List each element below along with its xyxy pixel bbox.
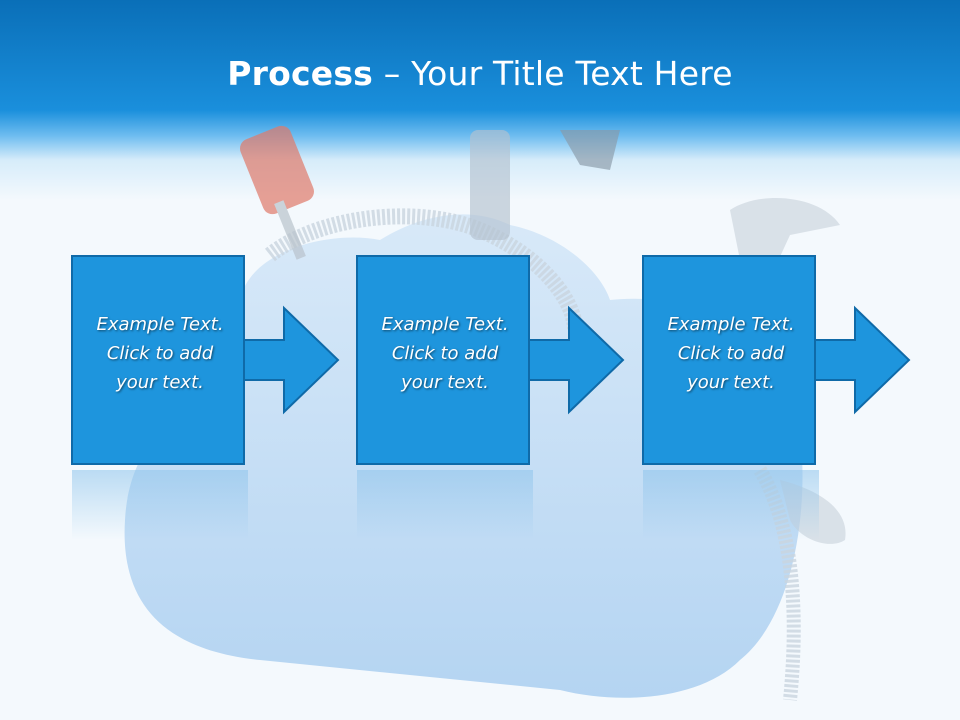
arrow-right-icon (528, 305, 625, 415)
step-text[interactable]: Example Text. Click to add your text. (357, 310, 533, 397)
step-line-2: Click to add (106, 343, 214, 364)
step-line-2: Click to add (677, 343, 785, 364)
step-line-2: Click to add (391, 343, 499, 364)
step-line-3: your text. (401, 372, 489, 393)
step-shape (71, 255, 340, 465)
hammer-icon (470, 130, 620, 240)
arrow-right-icon (814, 305, 911, 415)
process-step-1[interactable]: Example Text. Click to add your text. (71, 255, 340, 466)
step-line-1: Example Text. (667, 314, 795, 335)
step-shape (642, 255, 911, 465)
arrow-right-icon (243, 305, 340, 415)
step-line-3: your text. (116, 372, 204, 393)
step-text[interactable]: Example Text. Click to add your text. (72, 310, 248, 397)
step-line-1: Example Text. (96, 314, 224, 335)
step-reflection (72, 470, 248, 540)
step-reflection (357, 470, 533, 540)
page-title: Process – Your Title Text Here (0, 52, 960, 96)
process-step-2[interactable]: Example Text. Click to add your text. (356, 255, 625, 466)
step-line-1: Example Text. (381, 314, 509, 335)
title-rest: – Your Title Text Here (373, 54, 733, 93)
process-step-3[interactable]: Example Text. Click to add your text. (642, 255, 911, 466)
step-line-3: your text. (687, 372, 775, 393)
step-shape (356, 255, 625, 465)
title-bold: Process (227, 54, 374, 93)
step-text[interactable]: Example Text. Click to add your text. (643, 310, 819, 397)
step-reflection (643, 470, 819, 540)
screwdriver-icon (239, 125, 315, 260)
